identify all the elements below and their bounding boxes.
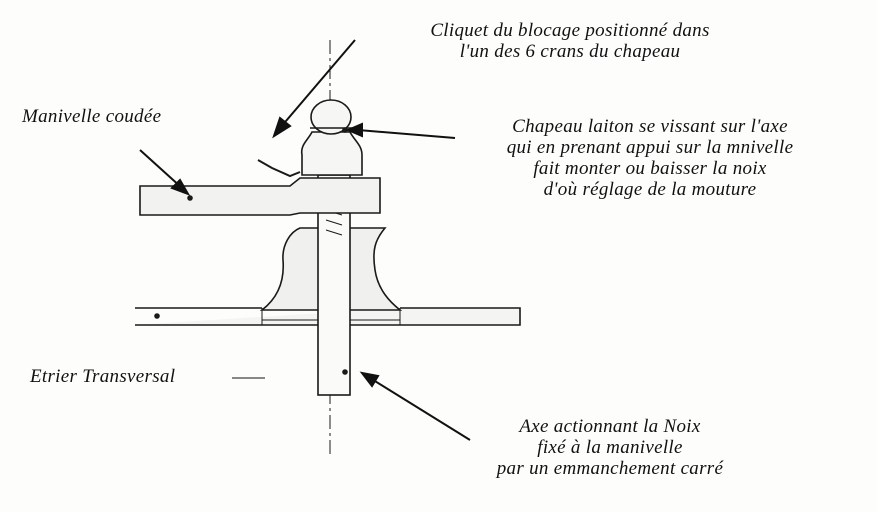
arrow-axe [369, 377, 471, 441]
cap-body [300, 131, 363, 176]
crank-arm [139, 177, 381, 216]
label-line: d'où réglage de la mouture [543, 179, 757, 200]
label-line: Cliquet du blocage positionné dans [430, 20, 710, 41]
label-line: Chapeau laiton se vissant sur l'axe [512, 116, 788, 137]
arrow-manivelle [139, 149, 183, 189]
label-line: Axe actionnant la Noix [519, 416, 701, 437]
label-line: qui en prenant appui sur la mnivelle [506, 137, 794, 158]
transverse-bar-hatch [261, 308, 401, 325]
cap-knob [310, 99, 352, 135]
label-chapeau: Chapeau laiton se vissant sur l'axe qui … [440, 116, 860, 200]
label-line: fixé à la manivelle [537, 437, 683, 458]
arrow-cliquet [279, 39, 356, 129]
label-line: par un emmanchement carré [496, 458, 724, 479]
label-line: fait monter ou baisser la noix [533, 158, 767, 179]
label-line: l'un des 6 crans du chapeau [459, 41, 681, 62]
crank-bend [257, 159, 301, 178]
label-etrier: Etrier Transversal [30, 366, 176, 387]
label-axe: Axe actionnant la Noix fixé à la manivel… [440, 416, 780, 479]
label-manivelle: Manivelle coudée [22, 106, 162, 127]
label-cliquet: Cliquet du blocage positionné dans l'un … [385, 20, 755, 62]
arrow-chapeau [357, 129, 456, 139]
